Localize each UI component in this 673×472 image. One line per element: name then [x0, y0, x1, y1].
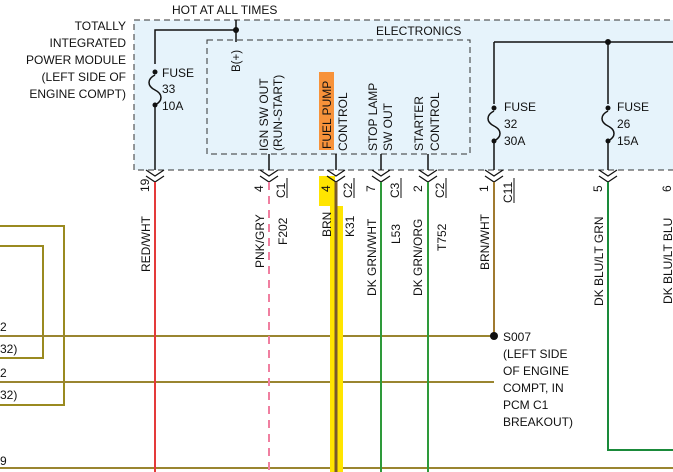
bplus-label: B(+) — [231, 50, 243, 72]
pin-number: 7 — [364, 185, 378, 192]
splice-id: S007 — [503, 330, 531, 344]
circuit-label: K31 — [343, 215, 357, 237]
fuse-33: FUSE 33 10A — [148, 66, 194, 170]
electronics-box — [206, 39, 471, 155]
module-title: TOTALLY INTEGRATED POWER MODULE (LEFT SI… — [26, 19, 126, 101]
pin-number: 5 — [591, 185, 605, 192]
pin-number: 1 — [477, 185, 491, 192]
output-fuel-pump-line2: CONTROL — [336, 92, 350, 151]
svg-text:INTEGRATED: INTEGRATED — [50, 36, 127, 50]
wire-color-label: RED/WHT — [139, 215, 153, 272]
fuel-pump-highlight — [319, 72, 334, 150]
connector-name: C3 — [388, 182, 402, 198]
pin-highlight-box — [319, 176, 335, 206]
output-stop-lamp-line1: STOP LAMP — [366, 83, 380, 151]
output-stop-lamp-line2: SW OUT — [381, 102, 395, 151]
pin-number: 6 — [660, 185, 673, 192]
svg-text:(LEFT SIDE OF: (LEFT SIDE OF — [42, 70, 126, 84]
svg-text:26: 26 — [617, 117, 631, 131]
svg-text:TOTALLY: TOTALLY — [75, 19, 126, 33]
wire-color-label: DK BLU/LT GRN — [592, 216, 606, 306]
connector-underlines — [286, 178, 515, 203]
circuit-label: F202 — [276, 217, 290, 245]
svg-text:COMPT, IN: COMPT, IN — [503, 381, 564, 395]
output-ign-sw-line2: (RUN-START) — [271, 75, 285, 151]
left-edge-label: 32) — [0, 388, 17, 402]
wire-color-label: DK GRN/WHT — [365, 218, 379, 296]
svg-text:POWER MODULE: POWER MODULE — [26, 53, 126, 67]
svg-text:32: 32 — [504, 117, 518, 131]
output-labels: IGN SW OUT (RUN-START) FUEL PUMP CONTROL… — [257, 75, 442, 151]
connector-name: C11 — [501, 182, 515, 203]
fuse-26: FUSE 26 15A — [601, 100, 649, 170]
wire-color-label: DK BLU/LT BLU — [661, 218, 673, 304]
wire-color-label: DK GRN/ORG — [411, 219, 425, 296]
electronics-label: ELECTRONICS — [376, 24, 461, 38]
pin-number: 19 — [138, 178, 152, 192]
left-edge-label: 32) — [0, 342, 17, 356]
output-starter-line2: CONTROL — [428, 92, 442, 151]
left-edge-label: 9 — [0, 454, 7, 468]
connector-name: C2 — [341, 182, 355, 198]
wire-color-label: PNK/GRY — [253, 214, 267, 268]
output-fuel-pump-line1: FUEL PUMP — [320, 81, 334, 149]
hot-at-all-times-label: HOT AT ALL TIMES — [172, 3, 277, 17]
connector-name: C2 — [433, 182, 447, 198]
svg-text:FUSE: FUSE — [162, 66, 194, 80]
connector-terminals — [145, 169, 618, 183]
svg-text:33: 33 — [162, 82, 176, 96]
svg-text:BREAKOUT): BREAKOUT) — [503, 415, 573, 429]
svg-text:FUSE: FUSE — [617, 100, 649, 114]
left-edge-label: 2 — [0, 320, 7, 334]
wire-color-label: BRN/WHT — [478, 213, 492, 270]
pin-number: 2 — [411, 185, 425, 192]
svg-text:30A: 30A — [504, 134, 525, 148]
svg-text:FUSE: FUSE — [504, 100, 536, 114]
output-ign-sw-line1: IGN SW OUT — [257, 78, 271, 151]
circuit-label: L53 — [389, 224, 403, 244]
output-starter-line1: STARTER — [412, 96, 426, 151]
fuse-32: FUSE 32 30A — [487, 100, 536, 170]
splice-s007: S007 (LEFT SIDE OF ENGINE COMPT, IN PCM … — [490, 330, 573, 429]
hot-bus: B(+) — [154, 20, 673, 104]
svg-text:15A: 15A — [617, 134, 638, 148]
wire-color-label: BRN — [320, 212, 334, 237]
wire-color-labels: RED/WHT PNK/GRY F202 BRN K31 DK GRN/WHT … — [139, 212, 673, 306]
svg-text:PCM C1: PCM C1 — [503, 398, 549, 412]
module-box — [133, 19, 673, 171]
internal-stubs — [268, 154, 429, 170]
svg-text:10A: 10A — [162, 99, 183, 113]
pin-number: 4 — [319, 185, 333, 192]
circuit-label: T752 — [435, 223, 449, 251]
wire-dk-blu-lt-grn — [607, 182, 673, 451]
wires — [154, 182, 673, 472]
svg-text:OF ENGINE: OF ENGINE — [503, 364, 569, 378]
pin-labels: 19 4 C1 4 C2 7 C3 2 C2 1 C11 5 6 — [138, 178, 673, 203]
left-edge-label: 2 — [0, 366, 7, 380]
svg-text:ENGINE COMPT): ENGINE COMPT) — [29, 87, 126, 101]
pin-number: 4 — [252, 185, 266, 192]
svg-text:(LEFT SIDE: (LEFT SIDE — [503, 347, 567, 361]
connector-name: C1 — [274, 182, 288, 198]
